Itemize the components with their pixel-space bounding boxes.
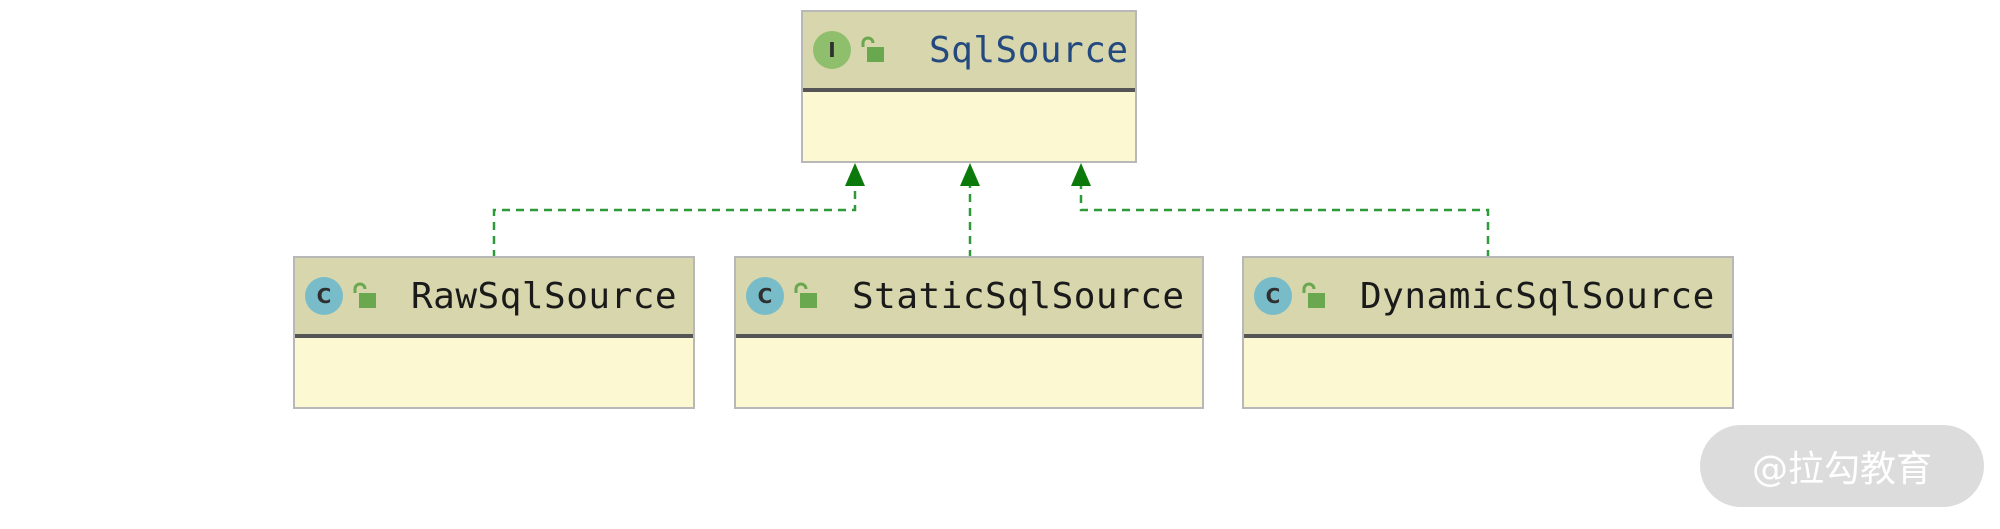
interface-members — [803, 92, 1135, 161]
watermark: @拉勾教育 — [1700, 425, 1984, 507]
class-name: DynamicSqlSource — [1360, 275, 1715, 317]
class-name: RawSqlSource — [411, 275, 678, 317]
class-header: C RawSqlSource — [295, 258, 693, 338]
class-members — [295, 338, 693, 407]
interface-header: I SqlSource — [803, 12, 1135, 92]
arrowhead-dynamicsqlsource — [1071, 163, 1091, 186]
class-box-rawsqlsource[interactable]: C RawSqlSource — [293, 256, 695, 409]
unlock-icon — [1302, 282, 1325, 308]
edge-dynamicsqlsource-to-sqlsource — [1079, 185, 1490, 258]
class-header: C DynamicSqlSource — [1244, 258, 1732, 338]
arrowhead-rawsqlsource — [845, 163, 865, 186]
interface-name: SqlSource — [929, 29, 1129, 71]
class-icon: C — [1254, 277, 1292, 315]
class-members — [736, 338, 1202, 407]
class-icon: C — [305, 277, 343, 315]
unlock-icon — [353, 282, 376, 308]
class-name: StaticSqlSource — [852, 275, 1185, 317]
unlock-icon — [794, 282, 817, 308]
arrowhead-staticsqlsource — [960, 163, 980, 186]
class-box-staticsqlsource[interactable]: C StaticSqlSource — [734, 256, 1204, 409]
interface-box-sqlsource[interactable]: I SqlSource — [801, 10, 1137, 163]
class-header: C StaticSqlSource — [736, 258, 1202, 338]
edge-rawsqlsource-to-sqlsource — [492, 185, 857, 258]
unlock-icon — [861, 36, 884, 62]
class-box-dynamicsqlsource[interactable]: C DynamicSqlSource — [1242, 256, 1734, 409]
class-members — [1244, 338, 1732, 407]
interface-icon: I — [813, 31, 851, 69]
class-icon: C — [746, 277, 784, 315]
